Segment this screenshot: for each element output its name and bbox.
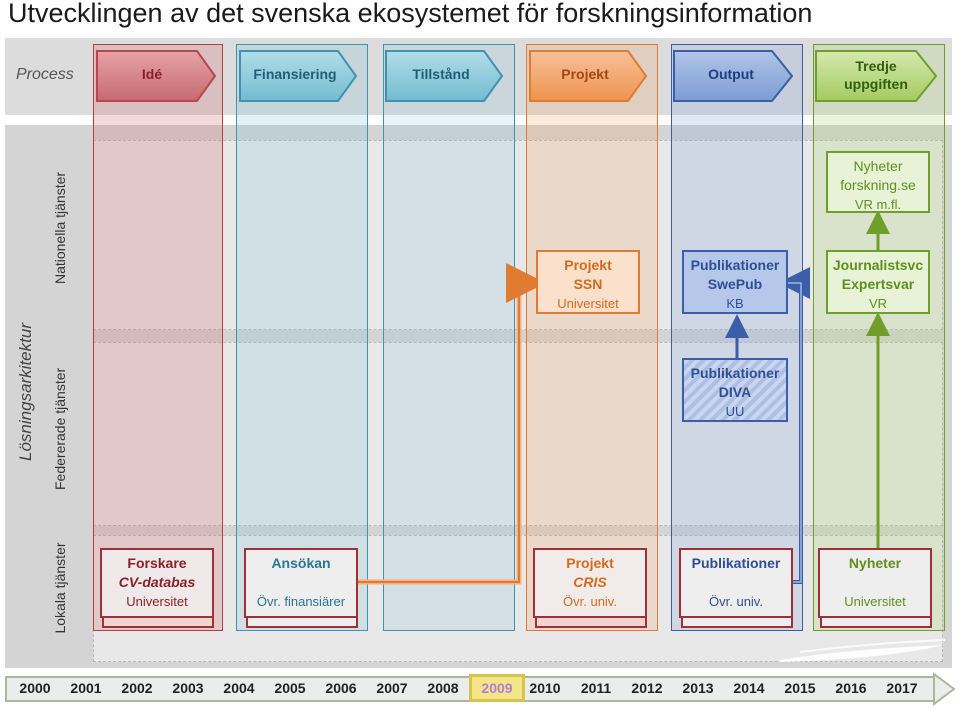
- box-journalistsvc: Journalistsvc Expertsvar VR: [826, 250, 930, 314]
- year-2017: 2017: [886, 680, 918, 696]
- step-ide-label: Idé: [141, 66, 163, 82]
- year-2015: 2015: [784, 680, 816, 696]
- box-projekt-ssn: Projekt SSN Universitet: [536, 250, 640, 314]
- box-ansokan-title: Ansökan: [271, 555, 331, 571]
- column-tillstand: [383, 44, 515, 631]
- year-2008: 2008: [427, 680, 459, 696]
- box-swepub-title: Publikationer: [690, 257, 780, 273]
- box-projekt-ssn-system: SSN: [573, 276, 603, 292]
- year-2003: 2003: [172, 680, 204, 696]
- box-projekt-ssn-owner: Universitet: [557, 296, 619, 311]
- box-diva-owner: UU: [725, 404, 745, 419]
- step-tredje-label: Tredje uppgiften: [844, 58, 908, 92]
- box-forskning-system: forskning.se: [840, 177, 916, 193]
- box-forskning-owner: VR m.fl.: [854, 197, 902, 212]
- year-2000: 2000: [19, 680, 51, 696]
- box-local-nyheter-title: Nyheter: [848, 555, 902, 571]
- chevron-finansiering: [239, 50, 358, 102]
- box-local-publikationer: Publikationer Övr. univ.: [679, 548, 793, 618]
- box-swepub-system: SwePub: [707, 276, 763, 292]
- year-2007: 2007: [376, 680, 408, 696]
- box-journalist-title: Journalistsvc: [832, 257, 924, 273]
- year-2012: 2012: [631, 680, 663, 696]
- chevron-projekt: [529, 50, 648, 102]
- year-2011: 2011: [580, 680, 612, 696]
- box-forskning-title: Nyheter: [853, 158, 903, 174]
- chevron-tredje: [815, 50, 938, 102]
- box-ansokan-owner: Övr. finansiärer: [256, 594, 346, 609]
- box-forskare-owner: Universitet: [126, 594, 188, 609]
- year-2013: 2013: [682, 680, 714, 696]
- box-cris-title: Projekt: [566, 555, 614, 571]
- chevron-output: [673, 50, 794, 102]
- step-finansiering-label: Finansiering: [253, 66, 337, 82]
- box-nyheter-forskning: Nyheter forskning.se VR m.fl.: [826, 151, 930, 213]
- step-tillstand-label: Tillstånd: [412, 66, 470, 82]
- box-projekt-cris: Projekt CRIS Övr. univ.: [533, 548, 647, 618]
- process-label: Process: [16, 66, 74, 83]
- year-2014: 2014: [733, 680, 765, 696]
- year-2006: 2006: [325, 680, 357, 696]
- column-finansiering: [236, 44, 368, 631]
- year-2005: 2005: [274, 680, 306, 696]
- box-publikationer-swepub: Publikationer SwePub KB: [682, 250, 788, 314]
- box-local-nyheter: Nyheter Universitet: [818, 548, 932, 618]
- step-projekt-label: Projekt: [561, 66, 609, 82]
- box-forskare: Forskare CV-databas Universitet: [100, 548, 214, 618]
- page-title: Utvecklingen av det svenska ekosystemet …: [8, 0, 813, 28]
- column-projekt: [526, 44, 658, 631]
- box-diva-title: Publikationer: [690, 365, 780, 381]
- year-2009-highlight: 2009: [469, 674, 525, 702]
- box-forskare-system: CV-databas: [118, 574, 196, 590]
- box-journalist-system: Expertsvar: [841, 276, 915, 292]
- chevron-tillstand: [385, 50, 504, 102]
- box-projekt-ssn-title: Projekt: [564, 257, 612, 273]
- box-local-pub-title: Publikationer: [691, 555, 781, 571]
- chevron-ide: [96, 50, 217, 102]
- box-forskare-title: Forskare: [127, 555, 187, 571]
- box-swepub-owner: KB: [726, 296, 744, 311]
- box-local-nyheter-owner: Universitet: [844, 594, 906, 609]
- year-2004: 2004: [223, 680, 255, 696]
- box-journalist-owner: VR: [868, 296, 888, 311]
- column-ide: [93, 44, 223, 631]
- box-cris-owner: Övr. univ.: [563, 594, 617, 609]
- year-2002: 2002: [121, 680, 153, 696]
- box-ansokan: Ansökan Övr. finansiärer: [244, 548, 358, 618]
- year-2016: 2016: [835, 680, 867, 696]
- step-output-label: Output: [708, 66, 754, 82]
- year-2001: 2001: [70, 680, 102, 696]
- box-local-pub-owner: Övr. univ.: [709, 594, 763, 609]
- year-2010: 2010: [529, 680, 561, 696]
- box-publikationer-diva: Publikationer DIVA UU: [682, 358, 788, 422]
- box-diva-system: DIVA: [718, 384, 752, 400]
- box-cris-system: CRIS: [573, 574, 607, 590]
